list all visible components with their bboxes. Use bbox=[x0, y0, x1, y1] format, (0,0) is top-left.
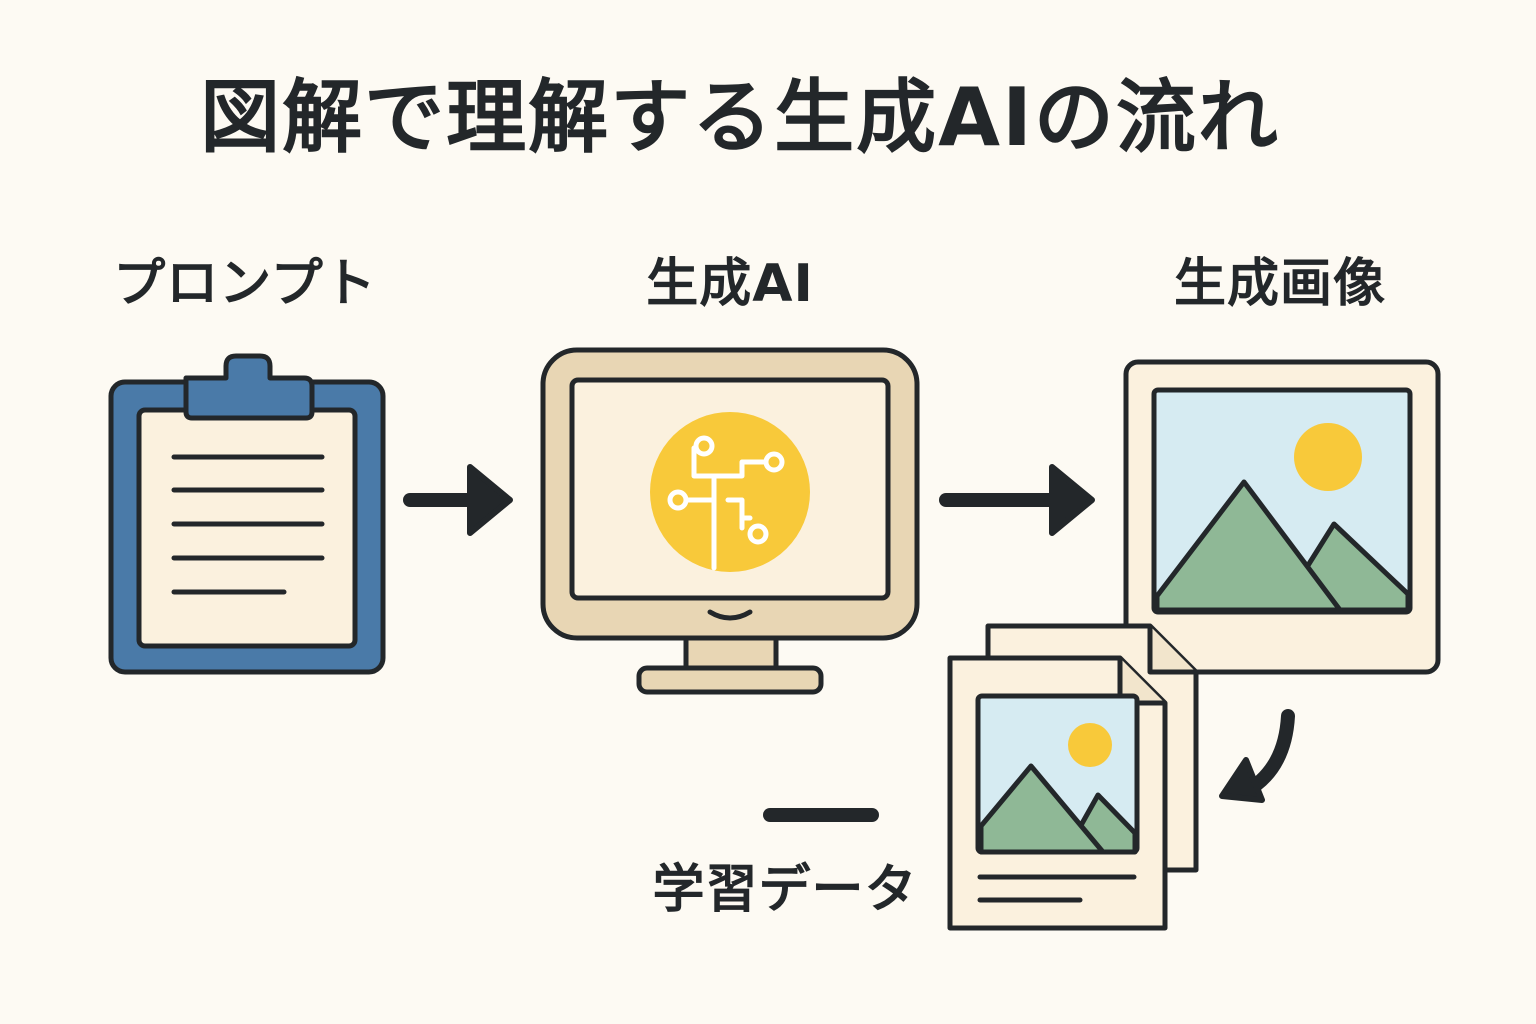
page-title: 図解で理解する生成AIの流れ bbox=[200, 71, 1280, 164]
curved-arrow-icon bbox=[1219, 709, 1295, 803]
training-data-label: 学習データ bbox=[652, 860, 918, 920]
prompt-label: プロンプト bbox=[113, 254, 377, 314]
document-stack-icon bbox=[947, 623, 1199, 931]
generative-ai-label: 生成AI bbox=[646, 254, 814, 314]
ai-chip-icon bbox=[650, 412, 810, 572]
sun-icon bbox=[1294, 423, 1362, 491]
arrow-right-icon bbox=[403, 464, 513, 536]
clipboard-icon bbox=[108, 353, 386, 675]
arrow-right-icon bbox=[939, 464, 1095, 536]
picture-icon bbox=[1123, 359, 1441, 675]
monitor-ai-icon bbox=[540, 347, 920, 695]
generated-image-label: 生成画像 bbox=[1173, 254, 1386, 314]
sun-icon bbox=[1068, 723, 1112, 767]
